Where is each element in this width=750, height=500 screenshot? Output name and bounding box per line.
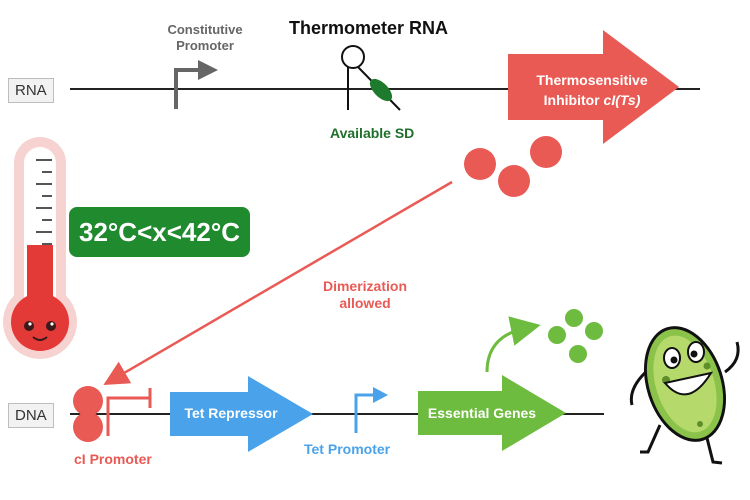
expression-arrow — [485, 316, 541, 373]
tet-repressor-label: Tet Repressor — [184, 405, 278, 421]
essential-protein-dot — [585, 322, 603, 340]
ci-dimer-icon — [73, 386, 103, 442]
inhibitor-label-line2: Inhibitor cI(Ts) — [512, 90, 672, 110]
available-sd-label: Available SD — [330, 125, 415, 141]
inhibitor-gene-name: cI(Ts) — [603, 92, 641, 108]
essential-protein-dot — [569, 345, 587, 363]
essential-protein-dot — [548, 326, 566, 344]
inhibitor-label-text: Inhibitor — [543, 92, 604, 108]
thermosensitive-inhibitor-arrow — [508, 30, 679, 144]
essential-genes-arrow — [418, 375, 566, 451]
tet-promoter-icon — [354, 387, 388, 433]
thermometer-icon — [3, 137, 77, 359]
ci-promoter-icon — [106, 388, 152, 436]
dna-track-label: DNA — [8, 403, 54, 428]
essential-genes-label: Essential Genes — [427, 405, 537, 421]
constitutive-promoter-label: Constitutive Promoter — [167, 22, 243, 53]
ci-monomer-dot — [498, 165, 530, 197]
temperature-range-badge: 32°C<x<42°C — [69, 207, 250, 257]
ci-monomer-dot — [464, 148, 496, 180]
binding-arrow — [103, 180, 453, 386]
dimerization-label: Dimerization allowed — [322, 278, 407, 311]
rna-hairpin-icon — [341, 45, 401, 111]
thermometer-rna-title: Thermometer RNA — [289, 18, 449, 38]
ci-monomer-dot — [530, 136, 562, 168]
rna-track-label: RNA — [8, 78, 54, 103]
inhibitor-label-line1: Thermosensitive — [536, 72, 648, 88]
temperature-range-text: 32°C<x<42°C — [78, 216, 240, 247]
constitutive-promoter-icon — [174, 60, 218, 109]
bacterium-mascot-icon — [629, 326, 740, 465]
tet-promoter-label: Tet Promoter — [304, 441, 391, 457]
ci-promoter-label: cI Promoter — [74, 451, 152, 467]
inhibitor-label: Thermosensitive Inhibitor cI(Ts) — [512, 70, 672, 110]
essential-protein-dot — [565, 309, 583, 327]
tet-repressor-arrow — [170, 376, 313, 452]
